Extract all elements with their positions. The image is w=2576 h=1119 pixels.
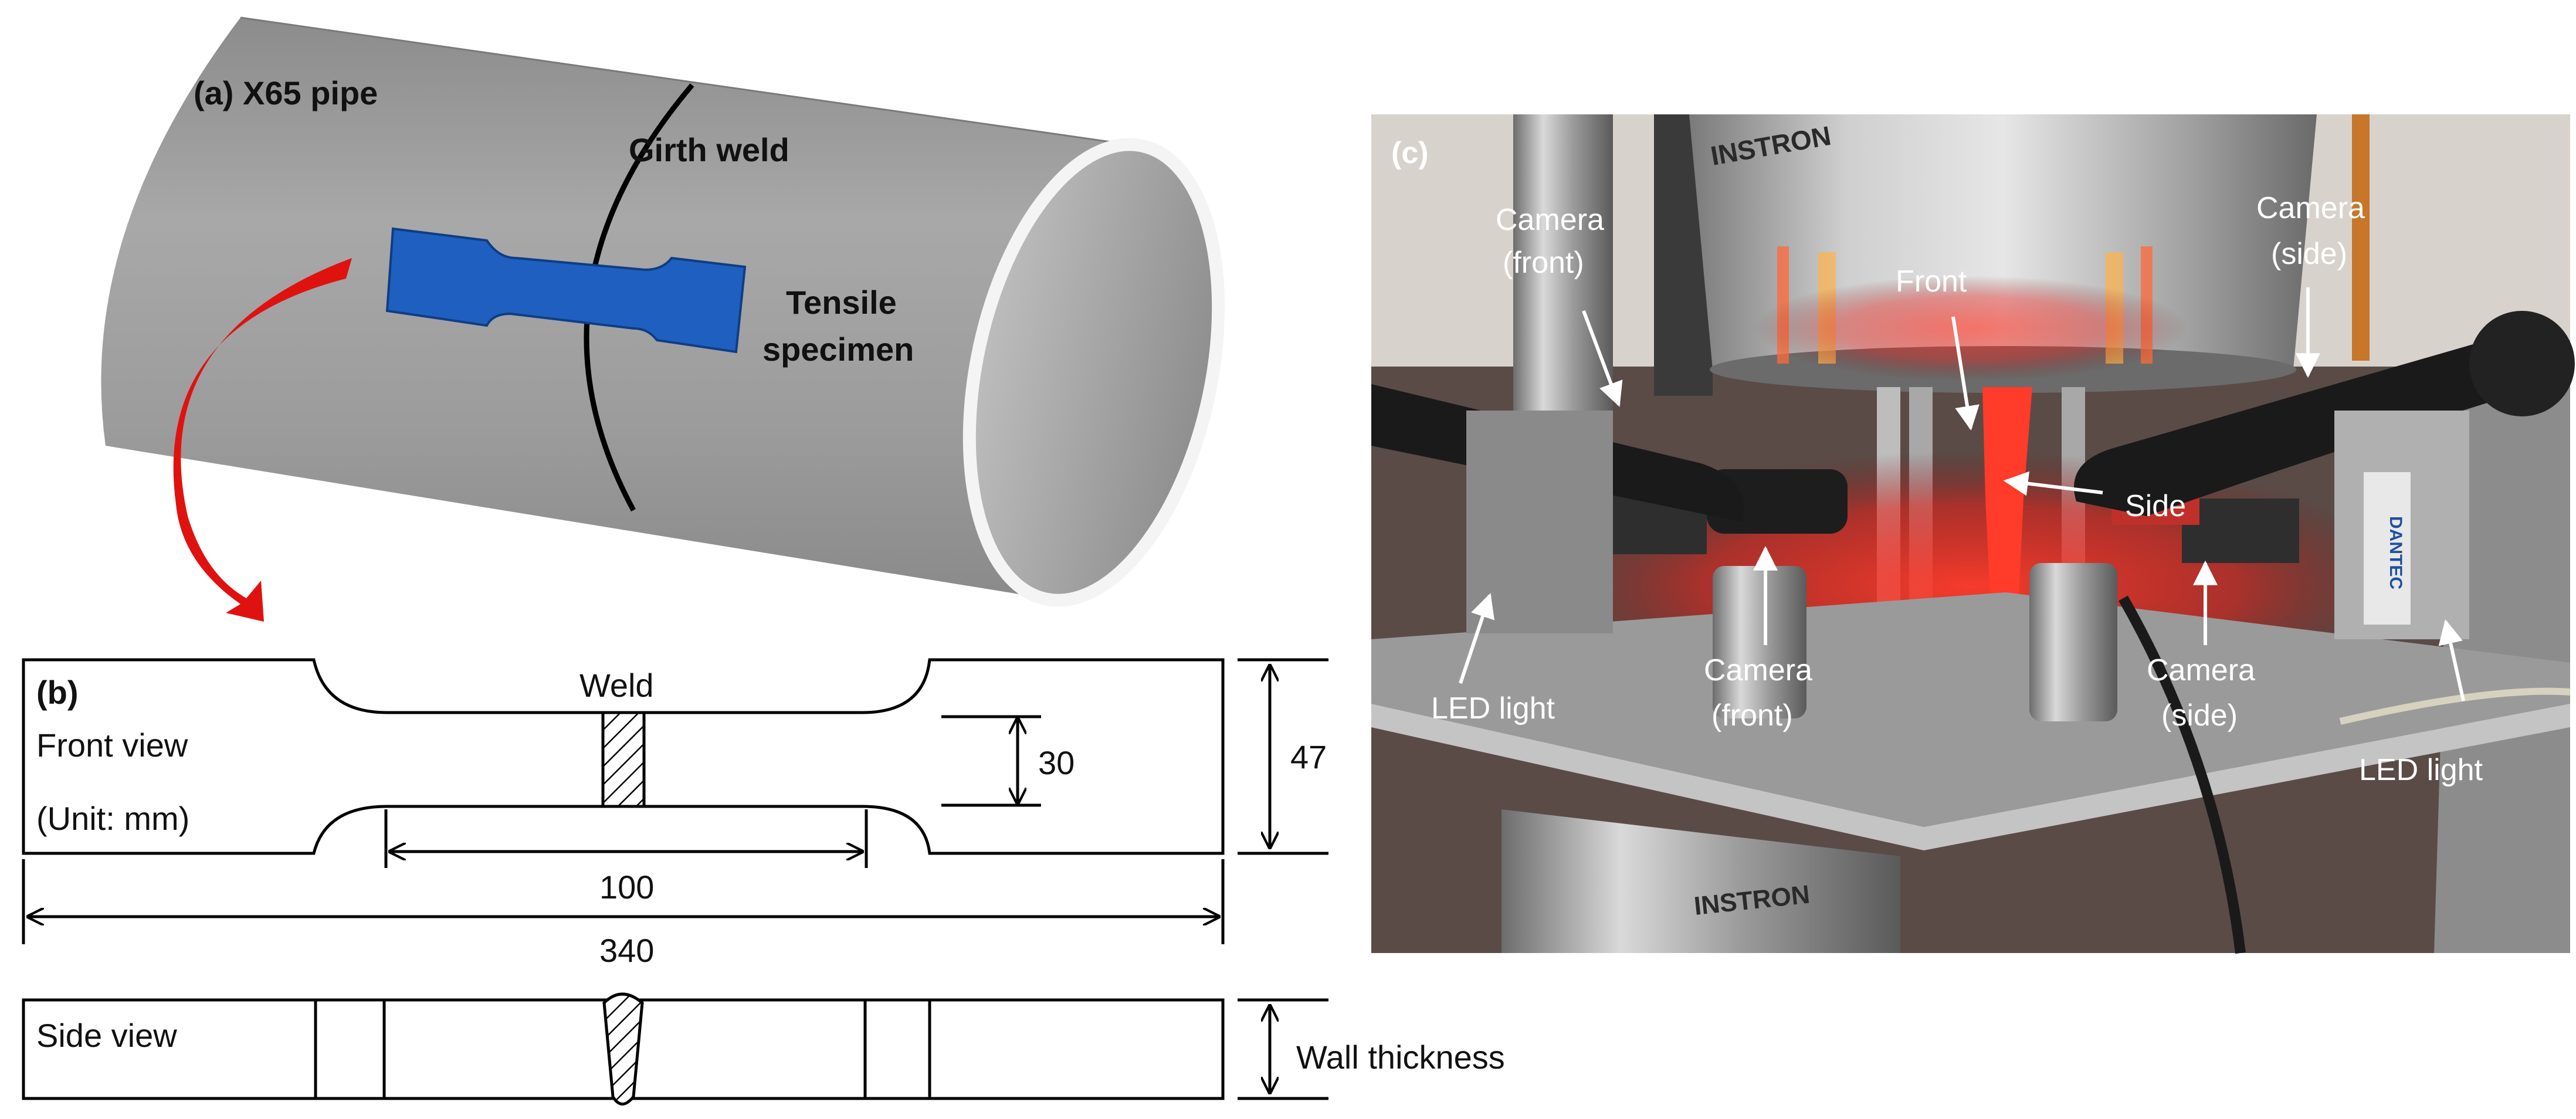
wall-thickness-label: Wall thickness bbox=[1296, 1039, 1505, 1076]
dim-30-label: 30 bbox=[1038, 744, 1075, 781]
cable bbox=[2339, 687, 2571, 725]
panel-a-label: (a) X65 pipe bbox=[194, 74, 378, 111]
arrow-led-left bbox=[1459, 593, 1494, 684]
cable bbox=[2119, 595, 2246, 954]
panel-c-text: (c) Camera (front) Front Camera (side) S… bbox=[1391, 136, 2483, 787]
panel-b-label: (b) bbox=[36, 674, 79, 711]
front-view-outline bbox=[22, 658, 1225, 855]
weld-label: Weld bbox=[579, 667, 654, 704]
camera-side-bottom-label-1: Camera bbox=[2147, 653, 2255, 687]
test-specimen bbox=[1982, 387, 2032, 622]
arm-joint bbox=[2469, 311, 2575, 416]
camera-side-top-label-2: (side) bbox=[2271, 237, 2347, 271]
dim-47-label: 47 bbox=[1290, 738, 1327, 775]
camera-front-top-label-1: Camera bbox=[1496, 203, 1604, 237]
led-light-left-label: LED light bbox=[1431, 691, 1555, 725]
pipe-end-opening bbox=[962, 138, 1225, 607]
weld-hatch-front bbox=[601, 711, 646, 808]
dim-340-label: 340 bbox=[599, 932, 654, 969]
arrow-camera-front-top bbox=[1582, 310, 1623, 407]
girth-weld-label: Girth weld bbox=[629, 131, 789, 168]
right-camera-mount bbox=[2029, 563, 2117, 721]
camera-front-bottom-label-1: Camera bbox=[1704, 653, 1812, 687]
arrow-led-right bbox=[2438, 619, 2465, 701]
camera-front-bottom-label-2: (front) bbox=[1711, 698, 1793, 733]
front-view-label: Front view bbox=[36, 727, 188, 764]
panel-c-photo: INSTRON INSTRON DANTEC bbox=[1371, 114, 2575, 954]
camera-side-top-label-1: Camera bbox=[2256, 191, 2365, 225]
right-camera-body bbox=[2182, 499, 2299, 563]
led-light-right-label: LED light bbox=[2359, 753, 2483, 787]
panel-c-annotations bbox=[1459, 287, 2465, 701]
panel-c-label: (c) bbox=[1391, 136, 1429, 170]
platform bbox=[1371, 592, 2570, 827]
panel-b bbox=[22, 658, 1328, 1106]
weld-hatch-side bbox=[602, 992, 644, 1106]
side-view-label: Side view bbox=[36, 1017, 177, 1054]
arrow-front bbox=[1951, 316, 1980, 431]
camera-side-bottom-label-2: (side) bbox=[2161, 698, 2238, 733]
side-label: Side bbox=[2125, 489, 2186, 523]
dantec-brand: DANTEC bbox=[2386, 516, 2405, 589]
front-label: Front bbox=[1896, 265, 1967, 299]
tensile-specimen-shape bbox=[385, 227, 747, 354]
arrow-side bbox=[2003, 471, 2103, 496]
dantec-logo-plate bbox=[2364, 472, 2411, 625]
tensile-specimen-label-line2: specimen bbox=[762, 331, 914, 368]
camera-front-top-label-2: (front) bbox=[1503, 246, 1584, 280]
unit-label: (Unit: mm) bbox=[36, 800, 189, 837]
left-camera-mount bbox=[1713, 566, 1806, 718]
top-glow bbox=[1754, 276, 2188, 381]
dim-100-label: 100 bbox=[599, 869, 654, 906]
pipe-top-edge bbox=[240, 16, 1144, 148]
right-camera-arm bbox=[2074, 328, 2557, 516]
panel-a: (a) X65 pipe Girth weld Tensile specimen bbox=[101, 16, 1225, 622]
lower-base-cylinder bbox=[1501, 809, 1900, 953]
platform-edge bbox=[1371, 704, 2570, 850]
background-tube bbox=[2352, 114, 2370, 361]
tensile-specimen-label-line1: Tensile bbox=[786, 284, 897, 321]
panel-b-text: (b) Front view (Unit: mm) Weld 30 47 100… bbox=[36, 667, 1505, 1076]
